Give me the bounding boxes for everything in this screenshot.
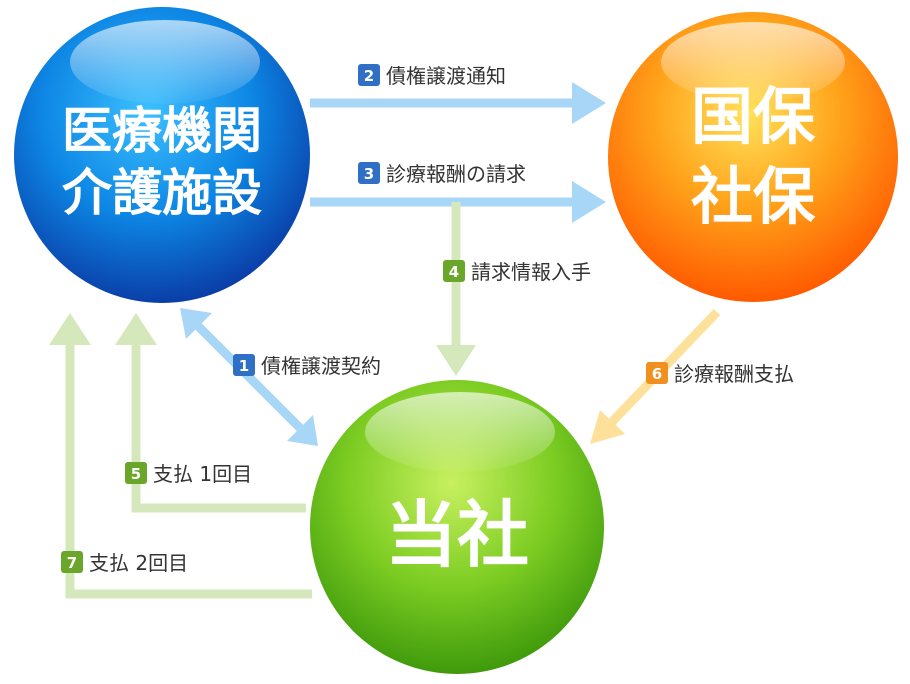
arrow-transfer-notice-head [572, 82, 606, 124]
step-3-label: 診療報酬の請求 [386, 162, 526, 186]
step-1-badge [233, 354, 255, 376]
node-insurer: 国保 社保 [608, 12, 898, 302]
arrow-transfer-contract-head-a [180, 308, 212, 339]
step-7: 7 支払 2回目 [61, 551, 188, 575]
arrow-payment-2 [65, 340, 312, 599]
step-5-label: 支払 1回目 [153, 462, 252, 486]
step-7-number: 7 [67, 554, 77, 572]
arrow-billing-info-head [436, 345, 476, 376]
step-2-number: 2 [364, 67, 374, 85]
step-4-number: 4 [449, 263, 459, 281]
company-gloss [365, 392, 555, 472]
node-clinic: 医療機関 介護施設 [14, 7, 310, 303]
step-6: 6 診療報酬支払 [646, 362, 794, 386]
step-7-badge [61, 551, 83, 573]
clinic-label-line2: 介護施設 [62, 164, 262, 222]
clinic-label-line1: 医療機関 [62, 102, 262, 160]
step-3: 3 診療報酬の請求 [358, 162, 526, 186]
arrow-payment-1-head [115, 313, 157, 345]
step-7-label: 支払 2回目 [89, 551, 188, 575]
step-2-label: 債権譲渡通知 [386, 64, 506, 88]
insurer-gloss [661, 22, 845, 102]
arrow-payment-2-head [49, 313, 91, 345]
clinic-gloss [70, 20, 260, 104]
step-1-number: 1 [239, 357, 249, 375]
arrow-transfer-contract-head-b [287, 415, 318, 446]
arrow-fee-payment-head [590, 410, 625, 444]
arrow-billing-head [572, 181, 606, 223]
step-1-label: 債権譲渡契約 [261, 354, 381, 378]
step-6-badge [646, 362, 668, 384]
step-6-label: 診療報酬支払 [674, 362, 794, 386]
step-4-label: 請求情報入手 [471, 260, 591, 284]
insurer-label-line2: 社保 [691, 160, 816, 233]
step-3-badge [358, 162, 380, 184]
step-5-number: 5 [131, 465, 141, 483]
step-4: 4 請求情報入手 [443, 260, 591, 284]
step-3-number: 3 [364, 165, 374, 183]
node-company: 当社 [310, 380, 604, 674]
insurer-label-line1: 国保 [691, 80, 816, 153]
step-2: 2 債権譲渡通知 [358, 64, 506, 88]
step-4-badge [443, 260, 465, 282]
step-5: 5 支払 1回目 [125, 462, 252, 486]
step-2-badge [358, 64, 380, 86]
step-6-number: 6 [652, 365, 662, 383]
arrow-payment-1 [131, 340, 306, 513]
arrow-transfer-contract [193, 321, 304, 432]
step-1: 1 債権譲渡契約 [233, 354, 381, 378]
company-label: 当社 [385, 493, 529, 577]
step-5-badge [125, 462, 147, 484]
